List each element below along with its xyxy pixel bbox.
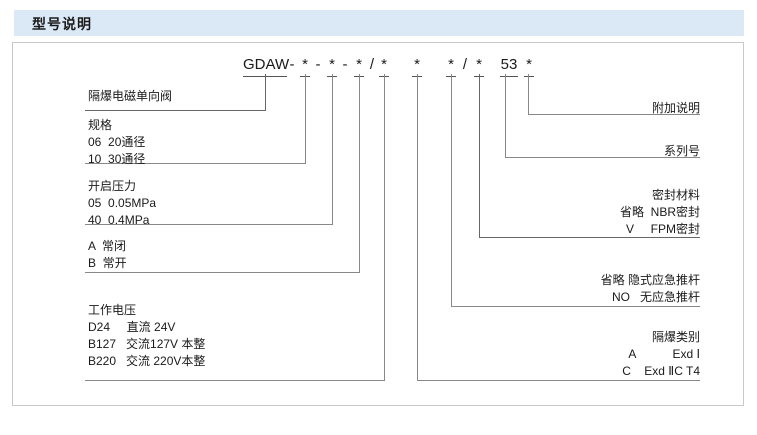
model-code-token-7: / — [369, 56, 375, 73]
label-emergency-push-rod: 省略 隐式应急推杆 NO 无应急推杆 — [600, 273, 700, 304]
leader-vline-pressure — [332, 74, 333, 224]
leader-hline-product — [85, 110, 266, 111]
leader-hline-explosion-class — [417, 380, 700, 381]
label-cracking-pressure: 开启压力 05 0.05MPa 40 0.4MPa — [88, 179, 157, 227]
leader-vline-push-rod — [451, 74, 452, 306]
model-code-token-1: - — [289, 56, 295, 73]
leader-vline-seal — [479, 74, 480, 237]
label-seal-material: 密封材料 省略 NBR密封 V FPM密封 — [619, 188, 700, 236]
leader-hline-push-rod — [451, 306, 700, 307]
leader-vline-voltage — [384, 74, 385, 380]
label-additional-description: 附加说明 — [651, 101, 700, 115]
model-code-token-11: / — [462, 56, 468, 73]
leader-hline-series — [505, 157, 700, 158]
leader-hline-pressure — [85, 224, 333, 225]
leader-hline-voltage — [85, 380, 385, 381]
leader-vline-additional — [528, 74, 529, 114]
model-code-token-13: 53 — [500, 56, 518, 77]
leader-vline-product — [265, 74, 266, 110]
model-code-line: GDAW-*-*-*/***/*53* — [0, 56, 757, 80]
section-header-bar — [14, 10, 744, 36]
label-product-name: 隔爆电磁单向阀 — [88, 89, 173, 103]
leader-vline-series — [505, 74, 506, 157]
leader-hline-additional — [528, 114, 700, 115]
page-title: 型号说明 — [32, 16, 92, 32]
leader-hline-spec — [85, 163, 306, 164]
label-series-number: 系列号 — [663, 144, 700, 158]
leader-hline-function — [85, 272, 360, 273]
leader-vline-function — [359, 74, 360, 272]
leader-vline-explosion-class — [417, 74, 418, 380]
label-valve-function: A 常闭 B 常开 — [88, 239, 127, 270]
label-specification: 规格 06 20通径 10 30通径 — [88, 118, 146, 166]
label-working-voltage: 工作电压 D24 直流 24V B127 交流127V 本整 B220 交流 2… — [88, 303, 206, 368]
leader-vline-spec — [305, 74, 306, 163]
leader-hline-seal — [479, 237, 700, 238]
model-code-token-3: - — [315, 56, 321, 73]
model-code-token-5: - — [342, 56, 348, 73]
model-code-token-14: * — [524, 56, 534, 77]
label-explosion-proof-class: 隔爆类别 A Exd Ⅰ C Exd ⅡC T4 — [622, 330, 700, 378]
